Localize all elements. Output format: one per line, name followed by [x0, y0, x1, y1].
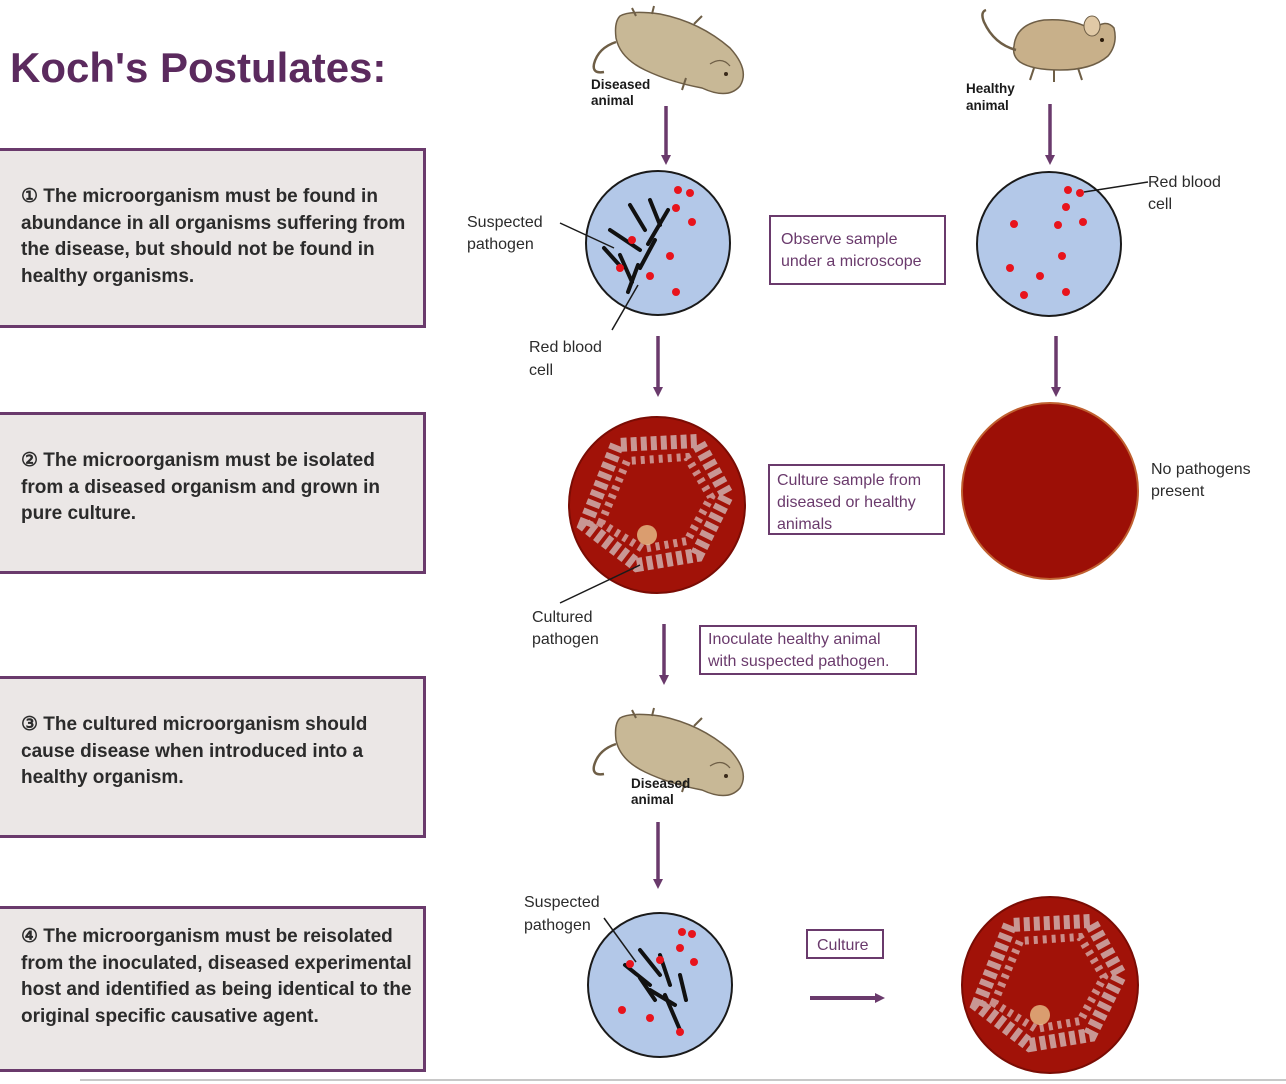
microscope-slide-diseased [585, 170, 731, 316]
label-red-blood-cell-2: Red blood cell [1148, 174, 1225, 213]
postulate-1-box: ① The microorganism must be found in abu… [0, 148, 426, 328]
healthy-mouse [981, 8, 1117, 84]
inoculate-box-text: Inoculate healthy animal with suspected … [707, 631, 889, 670]
label-suspected-pathogen-1: Suspected pathogen [467, 214, 547, 253]
label-diseased-animal-1: Diseased animal [591, 77, 654, 108]
postulate-4-text: ④ The microorganism must be reisolated f… [21, 926, 412, 1027]
leader-suspected-pathogen-2 [603, 917, 637, 963]
label-suspected-pathogen-2: Suspected pathogen [524, 894, 604, 934]
postulate-4-box: ④ The microorganism must be reisolated f… [0, 906, 426, 1072]
inoculate-box [699, 625, 917, 675]
label-diseased-animal-2: Diseased animal [631, 776, 694, 807]
culture-box-text: Culture [817, 937, 869, 954]
bottom-divider [80, 1079, 1286, 1081]
leader-red-blood-cell-2 [1083, 181, 1149, 193]
pathogen-rods-1 [602, 198, 670, 294]
microscope-slide-healthy [976, 171, 1122, 317]
culture-box [806, 929, 884, 959]
label-healthy-animal: Healthy animal [966, 81, 1019, 113]
label-red-blood-cell-1: Red blood cell [529, 339, 606, 379]
postulate-1-text: ① The microorganism must be found in abu… [21, 186, 406, 287]
microscope-slide-reisolated [587, 912, 733, 1058]
leader-suspected-pathogen-1 [559, 222, 615, 249]
red-blood-cells-healthy [1006, 186, 1087, 299]
leader-red-blood-cell-1 [611, 284, 639, 331]
postulate-2-text: ② The microorganism must be isolated fro… [21, 450, 380, 524]
observe-box-text: Observe sample under a microscope [781, 231, 922, 270]
agar-plate-final [962, 897, 1138, 1073]
culture-sample-box [768, 464, 945, 535]
leader-cultured-pathogen [559, 564, 641, 604]
agar-plate-empty [961, 402, 1139, 580]
agar-plate-cultured [569, 417, 745, 593]
red-blood-cells-2 [618, 928, 698, 1036]
observe-box [769, 215, 946, 285]
postulate-3-box: ③ The cultured microorganism should caus… [0, 676, 426, 838]
label-cultured-pathogen: Cultured pathogen [532, 609, 599, 648]
culture-sample-box-text: Culture sample from diseased or healthy … [777, 472, 926, 533]
postulate-3-text: ③ The cultured microorganism should caus… [21, 714, 368, 788]
postulate-2-box: ② The microorganism must be isolated fro… [0, 412, 426, 574]
page-title: Koch's Postulates: [10, 44, 387, 91]
red-blood-cells-1 [616, 186, 696, 296]
label-no-pathogens: No pathogens present [1151, 461, 1255, 500]
